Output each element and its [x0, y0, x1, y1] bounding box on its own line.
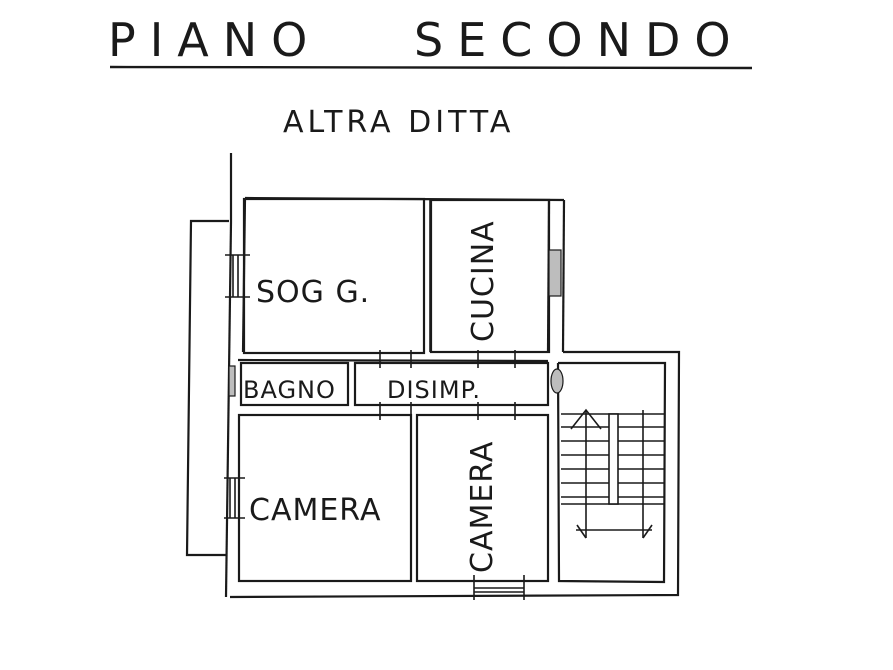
room-bagno — [239, 361, 350, 407]
title-underline — [109, 65, 753, 70]
label-soggiorno: SOG G. — [256, 275, 370, 310]
flue-disimpegno — [550, 368, 564, 394]
subtitle-altra-ditta: ALTRA DITTA — [283, 105, 514, 140]
label-camera-2: CAMERA — [465, 441, 500, 573]
windows-left — [224, 254, 250, 519]
door-marks — [379, 350, 525, 600]
label-bagno: BAGNO — [243, 376, 336, 404]
title-piano: PIANO — [108, 13, 321, 67]
staircase — [561, 408, 664, 539]
flue-cucina — [548, 249, 562, 297]
label-cucina: CUCINA — [466, 220, 501, 342]
room-disimpegno — [353, 361, 550, 407]
room-camera-1 — [237, 413, 413, 583]
balcony-outline — [185, 219, 229, 557]
corridor-wall-top — [237, 358, 549, 363]
label-camera-1: CAMERA — [249, 493, 381, 528]
plan-title: PIANO SECONDO — [108, 13, 753, 70]
vent-bagno — [228, 365, 236, 397]
room-camera-2 — [415, 413, 550, 583]
label-disimpegno: DISIMP. — [387, 376, 481, 404]
title-secondo: SECONDO — [414, 13, 745, 67]
